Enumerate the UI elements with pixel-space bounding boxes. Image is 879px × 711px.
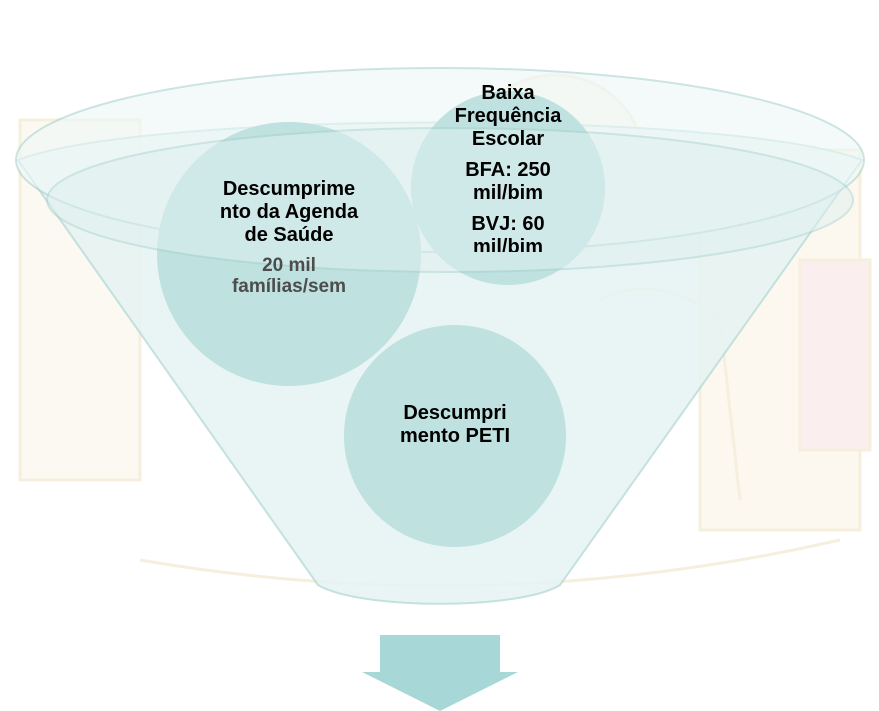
label-frequencia-detail-4: mil/bim: [472, 236, 543, 252]
label-agenda-saude-line-3: de Saúde: [244, 224, 334, 246]
label-peti-line-2: mento PETI: [399, 425, 510, 447]
label-frequencia-detail-1: BFA: 250: [465, 159, 551, 181]
label-agenda-saude-line-2: nto da Agenda: [219, 201, 359, 223]
label-agenda-saude-detail-1: 20 mil: [262, 255, 316, 276]
down-arrow-icon: [362, 635, 518, 711]
circle-peti: [344, 325, 566, 547]
label-agenda-saude-line-1: Descumprime: [222, 178, 356, 200]
label-frequencia-detail-2: mil/bim: [472, 182, 543, 204]
label-frequencia-escolar: Baixa Frequência Escolar BFA: 250 mil/bi…: [438, 82, 578, 252]
label-frequencia-detail-3: BVJ: 60: [471, 213, 545, 235]
label-agenda-saude: Descumprime nto da Agenda de Saúde 20 mi…: [189, 178, 389, 297]
funnel-rim-inner: [46, 127, 854, 273]
label-frequencia-line-2: Frequência: [454, 105, 562, 127]
label-peti: Descumpri mento PETI: [365, 402, 545, 448]
label-frequencia-line-1: Baixa: [481, 82, 535, 104]
label-agenda-saude-detail-2: famílias/sem: [231, 276, 347, 297]
label-frequencia-line-3: Escolar: [471, 128, 545, 150]
label-peti-line-1: Descumpri: [403, 402, 507, 424]
